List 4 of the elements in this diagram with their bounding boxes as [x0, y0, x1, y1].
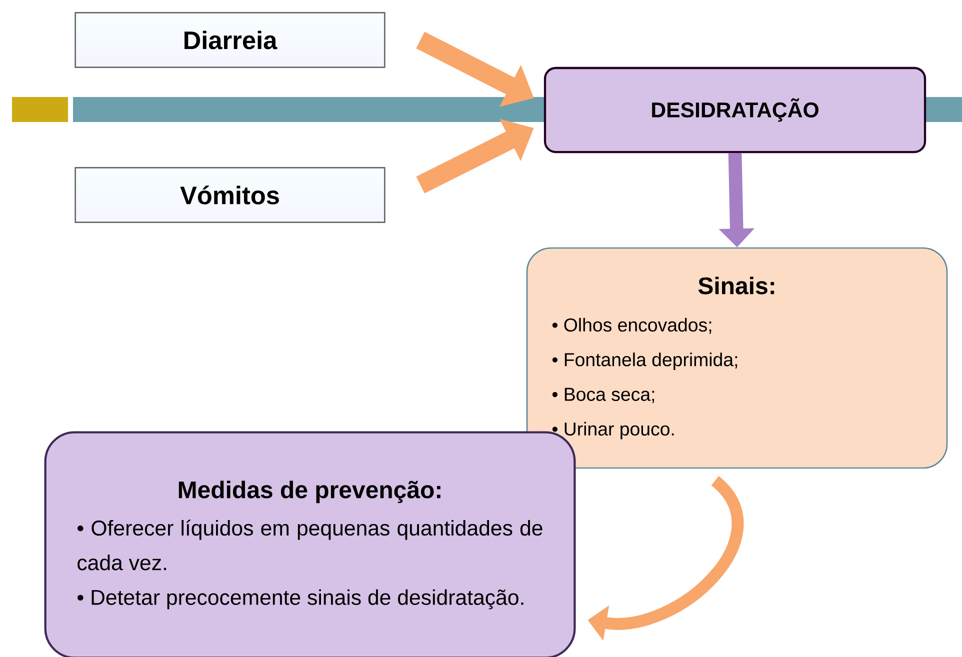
signs-box: Sinais: • Olhos encovados; • Fontanela deprimida; • Boca seca; • Urinar pouco.	[526, 247, 948, 469]
cause-box: Vómitos	[74, 167, 386, 223]
cause-box: Diarreia	[74, 12, 386, 68]
process-box: DESIDRATAÇÃO	[544, 66, 926, 154]
